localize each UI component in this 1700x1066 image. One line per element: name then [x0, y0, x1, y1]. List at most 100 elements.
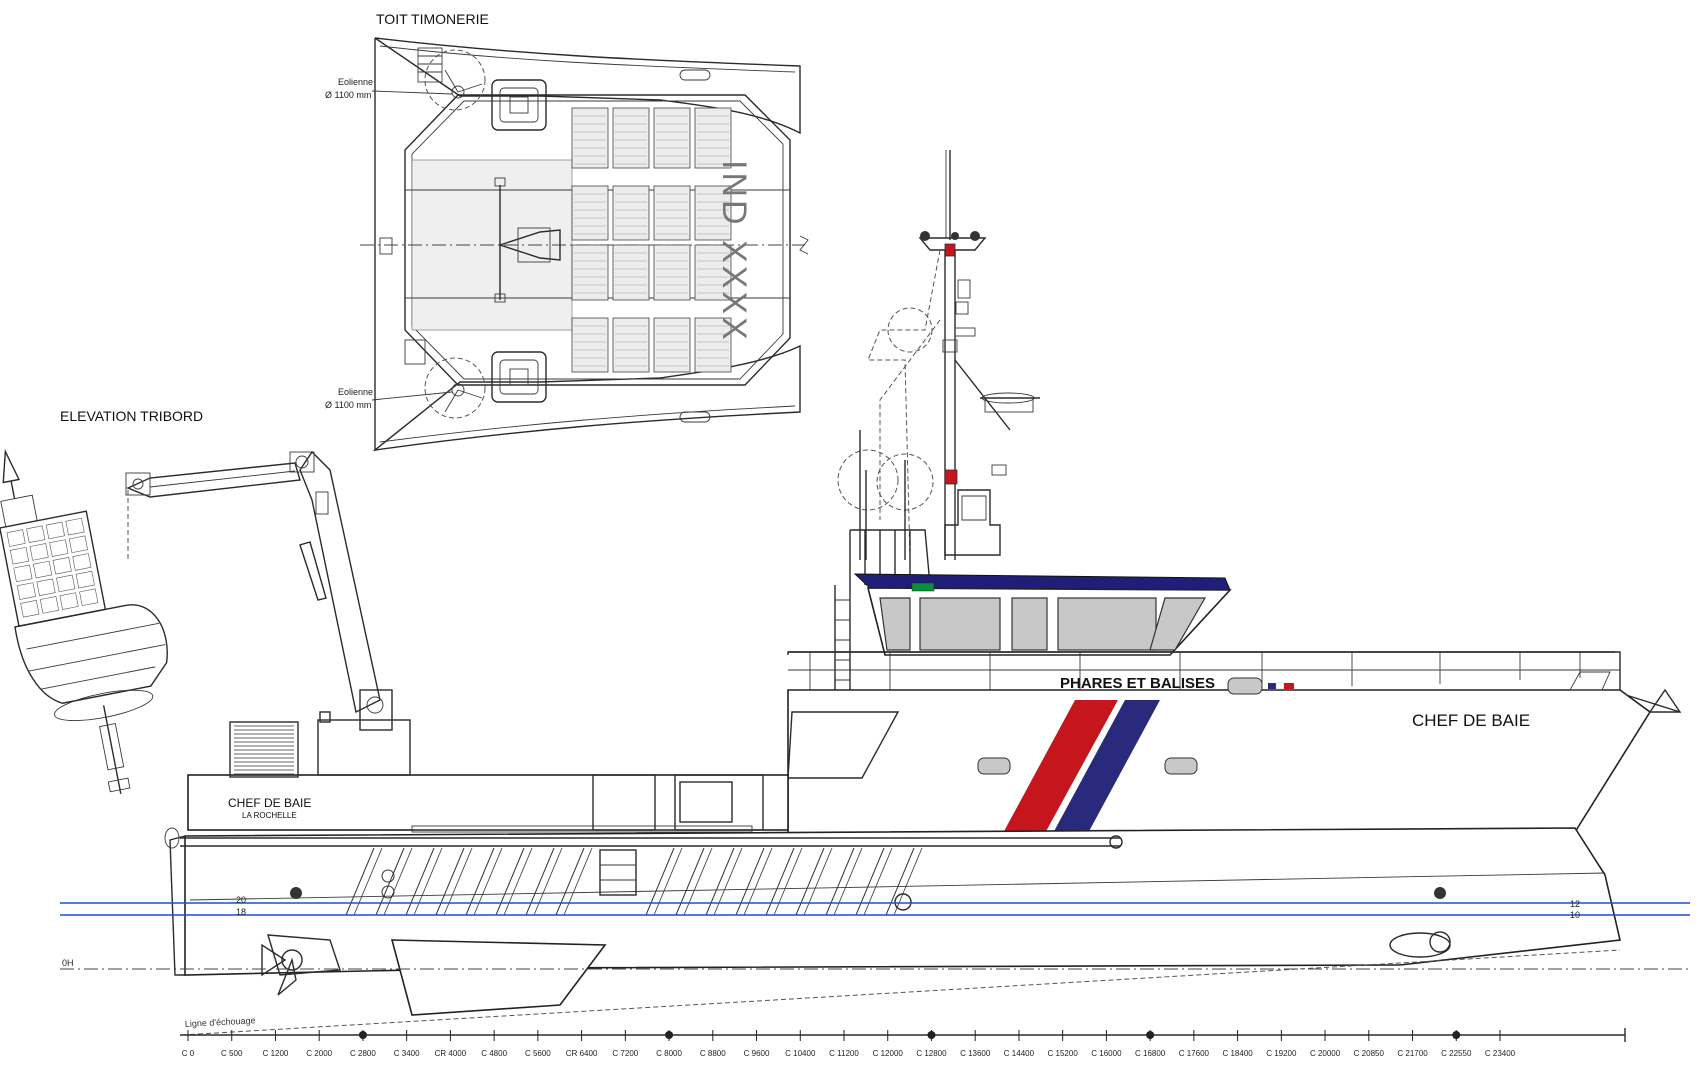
frame-tick: CR 4000: [435, 1030, 467, 1058]
frame-tick: C 22550: [1441, 1030, 1472, 1058]
frame-tick: C 8000: [656, 1030, 683, 1058]
svg-text:Eolienne: Eolienne: [338, 387, 373, 397]
svg-text:C 11200: C 11200: [829, 1049, 859, 1058]
roof-deck-outline-bottom: [372, 344, 801, 452]
seat-on-roof: [944, 489, 1001, 556]
roof-view-title: TOIT TIMONERIE: [376, 11, 489, 27]
aft-deck: [187, 711, 789, 833]
main-hull: [164, 827, 1621, 976]
svg-text:C 20000: C 20000: [1310, 1049, 1341, 1058]
frame-tick: C 500: [221, 1030, 243, 1058]
frame-tick: C 14400: [1004, 1030, 1035, 1058]
solar-panel: [653, 317, 691, 373]
svg-text:C 1200: C 1200: [263, 1049, 289, 1058]
frame-tick: C 0: [182, 1030, 195, 1058]
svg-text:Ø 1100 mm: Ø 1100 mm: [325, 90, 371, 100]
svg-text:C 2800: C 2800: [350, 1049, 376, 1058]
roof-railing: [834, 529, 931, 695]
svg-text:C 9600: C 9600: [744, 1049, 770, 1058]
frame-tick: C 8800: [700, 1030, 726, 1058]
frame-tick: C 3400: [394, 1030, 420, 1058]
grounding-line-label: Ligne d'échouage: [185, 1015, 256, 1029]
svg-text:Ø 1100 mm: Ø 1100 mm: [325, 400, 371, 410]
elevation-view-title: ELEVATION TRIBORD: [60, 408, 203, 424]
window-2: [1011, 597, 1048, 651]
frame-tick: C 2800: [350, 1030, 376, 1058]
mast: [867, 150, 1040, 561]
service-name: PHARES ET BALISES: [1060, 675, 1215, 692]
red-stripe: [1002, 700, 1118, 835]
frame-tick: C 20850: [1354, 1030, 1384, 1058]
baseline-label: 0H: [62, 958, 74, 968]
wind-turbine-plan-bottom: [424, 357, 486, 419]
svg-text:C 18400: C 18400: [1222, 1049, 1253, 1058]
frame-tick: C 12000: [873, 1030, 904, 1058]
solar-panel: [694, 107, 732, 169]
solar-panel: [612, 107, 650, 169]
frame-tick: C 9600: [744, 1030, 770, 1058]
frame-tick: C 11200: [829, 1030, 859, 1058]
frame-tick: C 12800: [916, 1030, 947, 1058]
svg-text:C 16800: C 16800: [1135, 1049, 1166, 1058]
registration-marking: IND XXXX: [715, 160, 753, 343]
svg-text:C 14400: C 14400: [1004, 1049, 1035, 1058]
mast-base-plan: [494, 177, 561, 303]
svg-text:C 16000: C 16000: [1091, 1049, 1122, 1058]
solar-panel: [653, 185, 691, 241]
frame-tick: C 20000: [1310, 1030, 1341, 1058]
solar-panel-array: [571, 107, 732, 373]
svg-text:CR 4000: CR 4000: [435, 1049, 467, 1058]
skeg: [390, 939, 607, 1016]
frame-tick: C 23400: [1485, 1030, 1516, 1058]
wind-turbine-label-top: Eolienne Ø 1100 mm: [325, 77, 453, 100]
svg-text:Eolienne: Eolienne: [338, 77, 373, 87]
frame-tick: C 16800: [1135, 1030, 1166, 1058]
draft-fwd-upper: 12: [1570, 899, 1580, 909]
solar-panel: [571, 317, 609, 373]
solar-panel: [653, 244, 691, 301]
home-port: LA ROCHELLE: [242, 811, 297, 820]
window-aft: [879, 597, 911, 651]
draft-aft-upper: 20: [236, 895, 246, 905]
bow-name: CHEF DE BAIE: [1412, 711, 1530, 730]
wind-turbine-plan-top: [424, 49, 486, 111]
frame-tick: C 2000: [306, 1030, 333, 1058]
svg-text:C 8000: C 8000: [656, 1049, 682, 1058]
window-3: [1057, 597, 1157, 651]
frame-tick: C 15200: [1048, 1030, 1079, 1058]
draft-aft-lower: 18: [236, 907, 246, 917]
liferaft-top: [491, 79, 547, 131]
solar-panel: [612, 185, 650, 241]
svg-text:C 8800: C 8800: [700, 1049, 726, 1058]
solar-panel: [694, 185, 732, 241]
svg-text:C 21700: C 21700: [1397, 1049, 1428, 1058]
svg-text:C 19200: C 19200: [1266, 1049, 1297, 1058]
svg-text:C 12000: C 12000: [873, 1049, 904, 1058]
svg-text:C 5600: C 5600: [525, 1049, 551, 1058]
flag-mark: [1268, 682, 1294, 690]
svg-text:C 15200: C 15200: [1048, 1049, 1079, 1058]
solar-panel: [571, 185, 609, 241]
frame-tick: C 18400: [1222, 1030, 1253, 1058]
liferaft-bottom: [491, 351, 547, 403]
svg-text:C 23400: C 23400: [1485, 1049, 1516, 1058]
frame-tick: C 10400: [785, 1030, 816, 1058]
svg-text:C 500: C 500: [221, 1049, 243, 1058]
window-1: [919, 597, 1001, 651]
superstructure: [787, 671, 1682, 836]
baseline: 0H Ligne d'échouage: [60, 949, 1690, 1036]
frame-scale: C 0 C 500 C 1200 C 2000 C 2800 C 3400 CR 4000 C…: [180, 1028, 1626, 1058]
navigation-buoy: [0, 448, 168, 794]
roof-plan-view: TOIT TIMONERIE: [325, 11, 809, 452]
frame-tick: C 21700: [1397, 1030, 1428, 1058]
svg-text:C 2000: C 2000: [306, 1049, 332, 1058]
roof-deck-outline-top: [374, 37, 801, 135]
solar-panel: [612, 244, 650, 301]
frame-tick: C 1200: [263, 1030, 289, 1058]
frame-tick: C 7200: [612, 1030, 639, 1058]
forecastle-railing: [787, 651, 1681, 713]
svg-text:C 4800: C 4800: [481, 1049, 507, 1058]
svg-text:C 0: C 0: [182, 1049, 195, 1058]
blue-stripe: [1052, 700, 1160, 835]
